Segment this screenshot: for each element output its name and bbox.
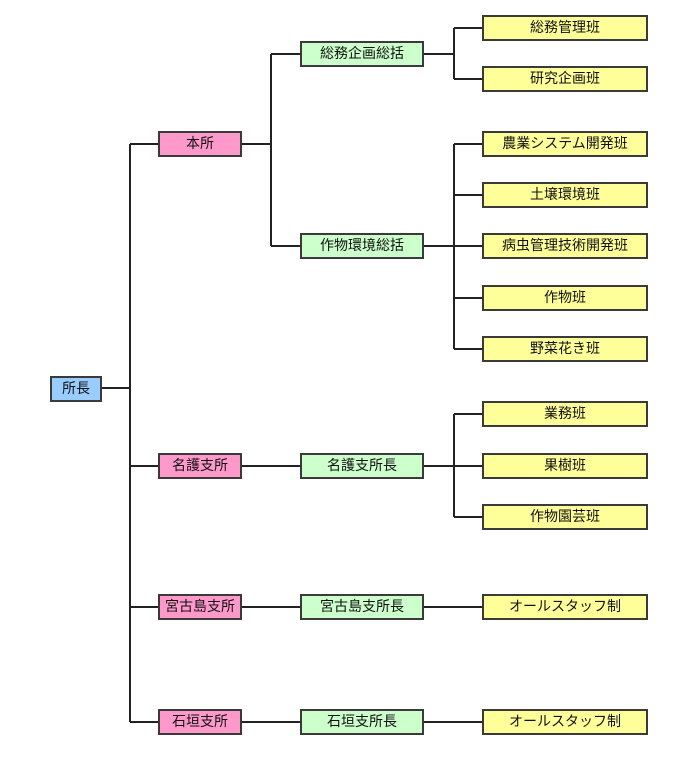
office-node-honsho: 本所 <box>158 131 242 157</box>
office-node-miyakojima: 宮古島支所 <box>158 594 242 620</box>
team-node: 総務管理班 <box>482 15 648 41</box>
team-node: オールスタッフ制 <box>482 594 648 620</box>
team-node: 作物園芸班 <box>482 504 648 530</box>
team-node: 業務班 <box>482 401 648 427</box>
director-node: 所長 <box>50 376 102 402</box>
office-node-ishigaki: 石垣支所 <box>158 709 242 735</box>
team-node: 研究企画班 <box>482 66 648 92</box>
team-node: 果樹班 <box>482 453 648 479</box>
manager-node-miyakojima: 宮古島支所長 <box>300 594 424 620</box>
manager-node-nago: 名護支所長 <box>300 453 424 479</box>
manager-node-somu-kikaku: 総務企画総括 <box>300 41 424 67</box>
team-node: 土壌環境班 <box>482 182 648 208</box>
manager-node-ishigaki: 石垣支所長 <box>300 709 424 735</box>
team-node: 農業システム開発班 <box>482 131 648 157</box>
team-node: 野菜花き班 <box>482 336 648 362</box>
team-node: 病虫管理技術開発班 <box>482 233 648 259</box>
office-node-nago: 名護支所 <box>158 453 242 479</box>
manager-node-sakumotsu-kankyo: 作物環境総括 <box>300 233 424 259</box>
team-node: オールスタッフ制 <box>482 709 648 735</box>
team-node: 作物班 <box>482 285 648 311</box>
